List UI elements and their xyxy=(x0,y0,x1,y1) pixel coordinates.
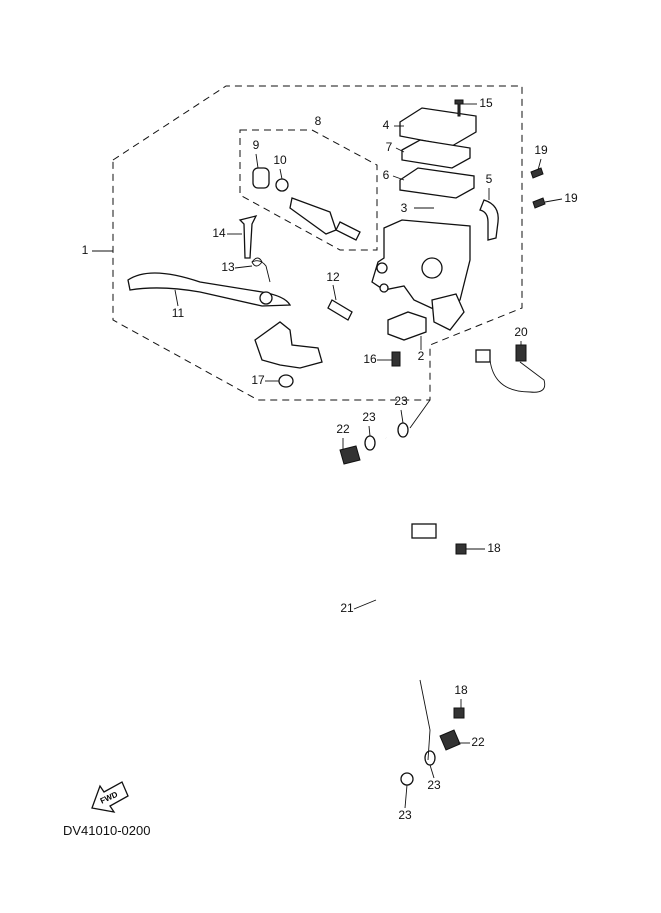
washer xyxy=(424,750,436,766)
lever-holder xyxy=(254,321,323,369)
callout-10: 10 xyxy=(273,153,287,167)
callout-14: 14 xyxy=(212,226,226,240)
master-cylinder-assembly-outline xyxy=(112,85,523,401)
union-bolt xyxy=(439,729,461,751)
switch-lead xyxy=(475,344,546,393)
callout-20: 20 xyxy=(514,325,528,339)
callout-4: 4 xyxy=(383,118,390,132)
leader-lines xyxy=(92,103,563,809)
brake-hose xyxy=(375,436,441,771)
bolt xyxy=(530,167,544,179)
screw xyxy=(454,99,464,117)
callout-6: 6 xyxy=(383,168,390,182)
callout-15: 15 xyxy=(479,96,493,110)
callout-12: 12 xyxy=(326,270,340,284)
clamp xyxy=(479,199,499,241)
callout-3: 3 xyxy=(401,201,408,215)
callout-5: 5 xyxy=(486,172,493,186)
cup xyxy=(252,167,270,189)
spring xyxy=(251,257,271,283)
forward-arrow-icon: FWD xyxy=(91,781,129,813)
diaphragm-plate xyxy=(401,139,471,169)
union-bolt xyxy=(339,445,361,465)
piston-spring xyxy=(335,221,361,241)
callout-1: 1 xyxy=(82,243,89,257)
reservoir-cap xyxy=(399,107,477,147)
callout-13: 13 xyxy=(221,260,235,274)
master-cylinder-body xyxy=(371,219,471,313)
brake-lever xyxy=(127,272,292,307)
callout-18: 18 xyxy=(454,683,468,697)
callout-19: 19 xyxy=(534,143,548,157)
callout-23: 23 xyxy=(362,410,376,424)
piston xyxy=(289,197,337,235)
nut xyxy=(278,374,294,388)
callout-23: 23 xyxy=(427,778,441,792)
brake-switch xyxy=(387,311,427,341)
washer xyxy=(364,435,376,451)
callout-11: 11 xyxy=(172,306,185,320)
return-spring xyxy=(327,299,353,321)
drawing-code: DV41010-0200 xyxy=(63,823,150,838)
callout-23: 23 xyxy=(394,394,408,408)
callout-8: 8 xyxy=(315,114,322,128)
callout-9: 9 xyxy=(253,138,260,152)
callout-22: 22 xyxy=(336,422,350,436)
pivot-bolt xyxy=(238,215,258,259)
washer xyxy=(400,772,414,786)
bolt xyxy=(532,197,546,209)
piston-kit-outline xyxy=(239,129,378,251)
bolt xyxy=(455,543,467,555)
washer xyxy=(397,422,409,438)
screw xyxy=(391,351,401,367)
diaphragm xyxy=(399,167,475,199)
callout-23: 23 xyxy=(398,808,412,822)
callout-7: 7 xyxy=(386,140,393,154)
circlip xyxy=(275,178,289,192)
callout-17: 17 xyxy=(251,373,265,387)
callout-2: 2 xyxy=(418,349,425,363)
callout-22: 22 xyxy=(471,735,485,749)
callout-16: 16 xyxy=(363,352,377,366)
callout-19: 19 xyxy=(564,191,578,205)
callout-18: 18 xyxy=(487,541,501,555)
bolt xyxy=(453,707,465,719)
callout-21: 21 xyxy=(340,601,354,615)
